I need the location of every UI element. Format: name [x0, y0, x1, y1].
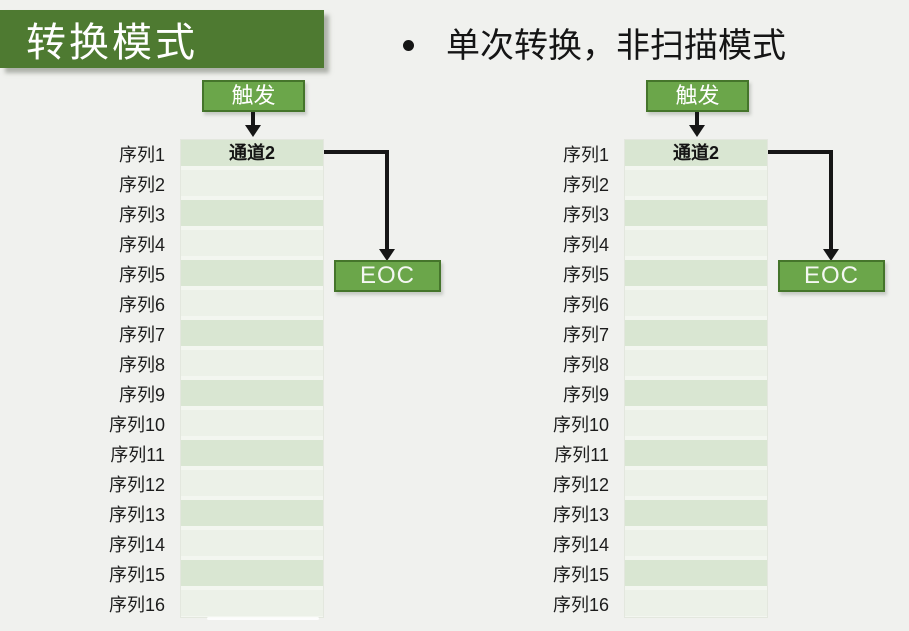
bullet-marker-icon — [403, 40, 414, 51]
sequence-row — [625, 440, 767, 466]
sequence-row — [181, 590, 323, 616]
sequence-row — [181, 170, 323, 196]
sequence-table: 通道2 — [624, 139, 768, 618]
sequence-row — [181, 440, 323, 466]
sequence-row — [181, 560, 323, 586]
sequence-label: 序列10 — [552, 415, 609, 435]
eoc-label: EOC — [803, 262, 859, 289]
sequence-row — [625, 200, 767, 226]
sequence-label: 序列12 — [552, 475, 609, 495]
sequence-row — [625, 500, 767, 526]
trigger-label: 触发 — [675, 83, 720, 108]
sequence-row — [625, 320, 767, 346]
sequence-row — [625, 170, 767, 196]
slide-title-box: 转换模式 — [0, 10, 324, 68]
sequence-label: 序列16 — [108, 595, 165, 615]
sequence-row — [625, 260, 767, 286]
eoc-box: EOC — [778, 260, 885, 292]
sequence-label: 序列13 — [552, 505, 609, 525]
sequence-label: 序列1 — [118, 145, 165, 165]
sequence-label: 序列4 — [562, 235, 609, 255]
sequence-label: 序列12 — [108, 475, 165, 495]
sequence-label: 序列14 — [552, 535, 609, 555]
trigger-box: 触发 — [202, 80, 305, 112]
channel-value: 通道2 — [672, 143, 719, 163]
sequence-label: 序列15 — [552, 565, 609, 585]
trigger-box: 触发 — [646, 80, 749, 112]
sequence-row — [181, 470, 323, 496]
eoc-arrow-vertical — [385, 150, 389, 251]
sequence-label: 序列3 — [562, 205, 609, 225]
sequence-row — [181, 260, 323, 286]
sequence-row — [181, 290, 323, 316]
slide-title: 转换模式 — [26, 21, 198, 65]
sequence-label: 序列8 — [118, 355, 165, 375]
trigger-arrow-line — [695, 112, 699, 127]
sequence-label: 序列14 — [108, 535, 165, 555]
sequence-row — [181, 410, 323, 436]
sequence-label: 序列3 — [118, 205, 165, 225]
sequence-label: 序列11 — [554, 445, 609, 465]
eoc-arrow-vertical — [829, 150, 833, 251]
sequence-row: 通道2 — [181, 140, 323, 166]
trigger-label: 触发 — [231, 83, 276, 108]
sequence-row — [625, 410, 767, 436]
eoc-arrowhead-icon — [823, 249, 839, 261]
sequence-label: 序列16 — [552, 595, 609, 615]
sequence-row — [181, 350, 323, 376]
sequence-row — [625, 560, 767, 586]
sequence-label: 序列15 — [108, 565, 165, 585]
bullet-text: 单次转换，非扫描模式 — [446, 27, 786, 65]
sequence-label: 序列5 — [118, 265, 165, 285]
sequence-label-column: 序列1 序列2 序列3 序列4 序列5 序列6 序列7 序列8 序列9 序列10 序列11 序列12 序… — [1, 139, 171, 619]
eoc-arrow-horizontal — [768, 150, 833, 154]
sequence-row — [181, 200, 323, 226]
sequence-label: 序列13 — [108, 505, 165, 525]
sequence-row — [181, 500, 323, 526]
sequence-label: 序列6 — [562, 295, 609, 315]
sequence-row: 通道2 — [625, 140, 767, 166]
sequence-label: 序列8 — [562, 355, 609, 375]
trigger-arrowhead-icon — [689, 125, 705, 137]
sequence-label: 序列7 — [118, 325, 165, 345]
eoc-arrow-horizontal — [324, 150, 389, 154]
sequence-label: 序列9 — [118, 385, 165, 405]
sequence-row — [625, 530, 767, 556]
sequence-row — [181, 230, 323, 256]
sequence-row — [625, 290, 767, 316]
sequence-row — [625, 590, 767, 616]
sequence-label: 序列1 — [562, 145, 609, 165]
sequence-row — [181, 320, 323, 346]
sequence-row — [625, 470, 767, 496]
sequence-label-column: 序列1 序列2 序列3 序列4 序列5 序列6 序列7 序列8 序列9 序列10 序列11 序列12 序… — [445, 139, 615, 619]
sequence-table: 通道2 — [180, 139, 324, 618]
sequence-row — [625, 350, 767, 376]
trigger-arrow-line — [251, 112, 255, 127]
sequence-label: 序列6 — [118, 295, 165, 315]
sequence-row — [625, 230, 767, 256]
channel-value: 通道2 — [228, 143, 275, 163]
sequence-label: 序列10 — [108, 415, 165, 435]
trigger-arrowhead-icon — [245, 125, 261, 137]
sequence-row — [181, 530, 323, 556]
eoc-arrowhead-icon — [379, 249, 395, 261]
sequence-row — [625, 380, 767, 406]
sequence-label: 序列9 — [562, 385, 609, 405]
sequence-label: 序列4 — [118, 235, 165, 255]
video-scrubber-artifact — [207, 617, 319, 620]
eoc-box: EOC — [334, 260, 441, 292]
sequence-label: 序列5 — [562, 265, 609, 285]
sequence-label: 序列2 — [118, 175, 165, 195]
bullet-item: 单次转换，非扫描模式 — [403, 25, 786, 67]
sequence-row — [181, 380, 323, 406]
sequence-label: 序列11 — [110, 445, 165, 465]
sequence-label: 序列7 — [562, 325, 609, 345]
eoc-label: EOC — [359, 262, 415, 289]
sequence-label: 序列2 — [562, 175, 609, 195]
